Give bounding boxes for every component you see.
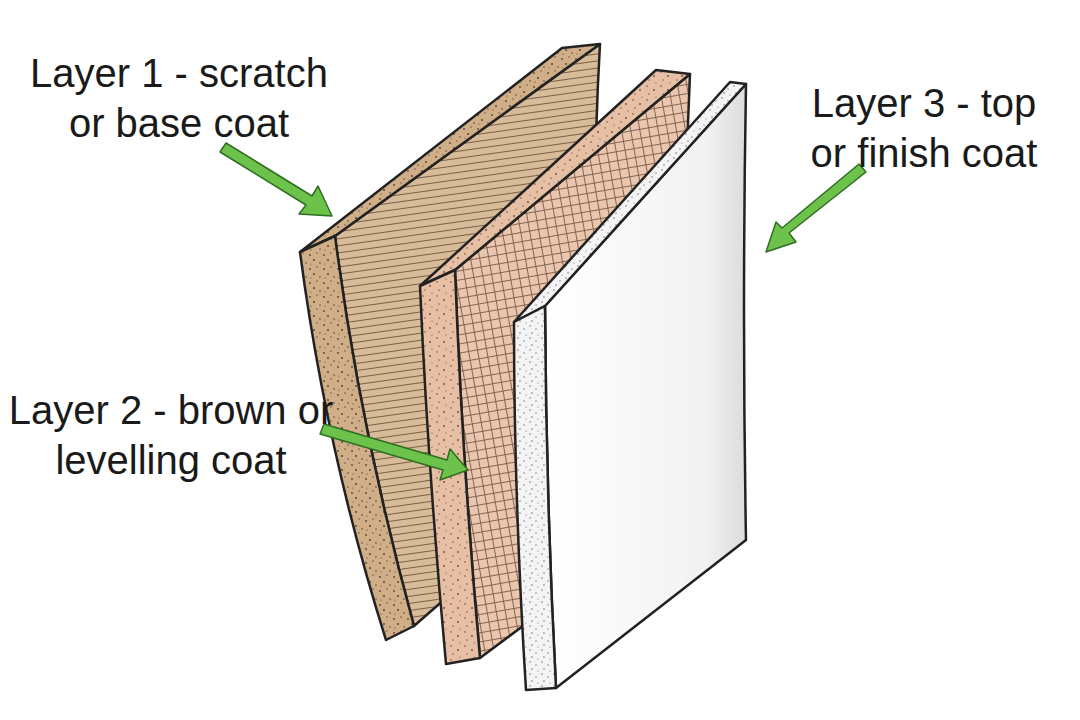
finish-coat-slab <box>514 82 746 690</box>
layer-label: Layer 1 - scratch or base coat <box>14 48 344 148</box>
layer-label: Layer 2 - brown or levelling coat <box>8 385 334 485</box>
layer-label: Layer 3 - top or finish coat <box>790 78 1058 178</box>
